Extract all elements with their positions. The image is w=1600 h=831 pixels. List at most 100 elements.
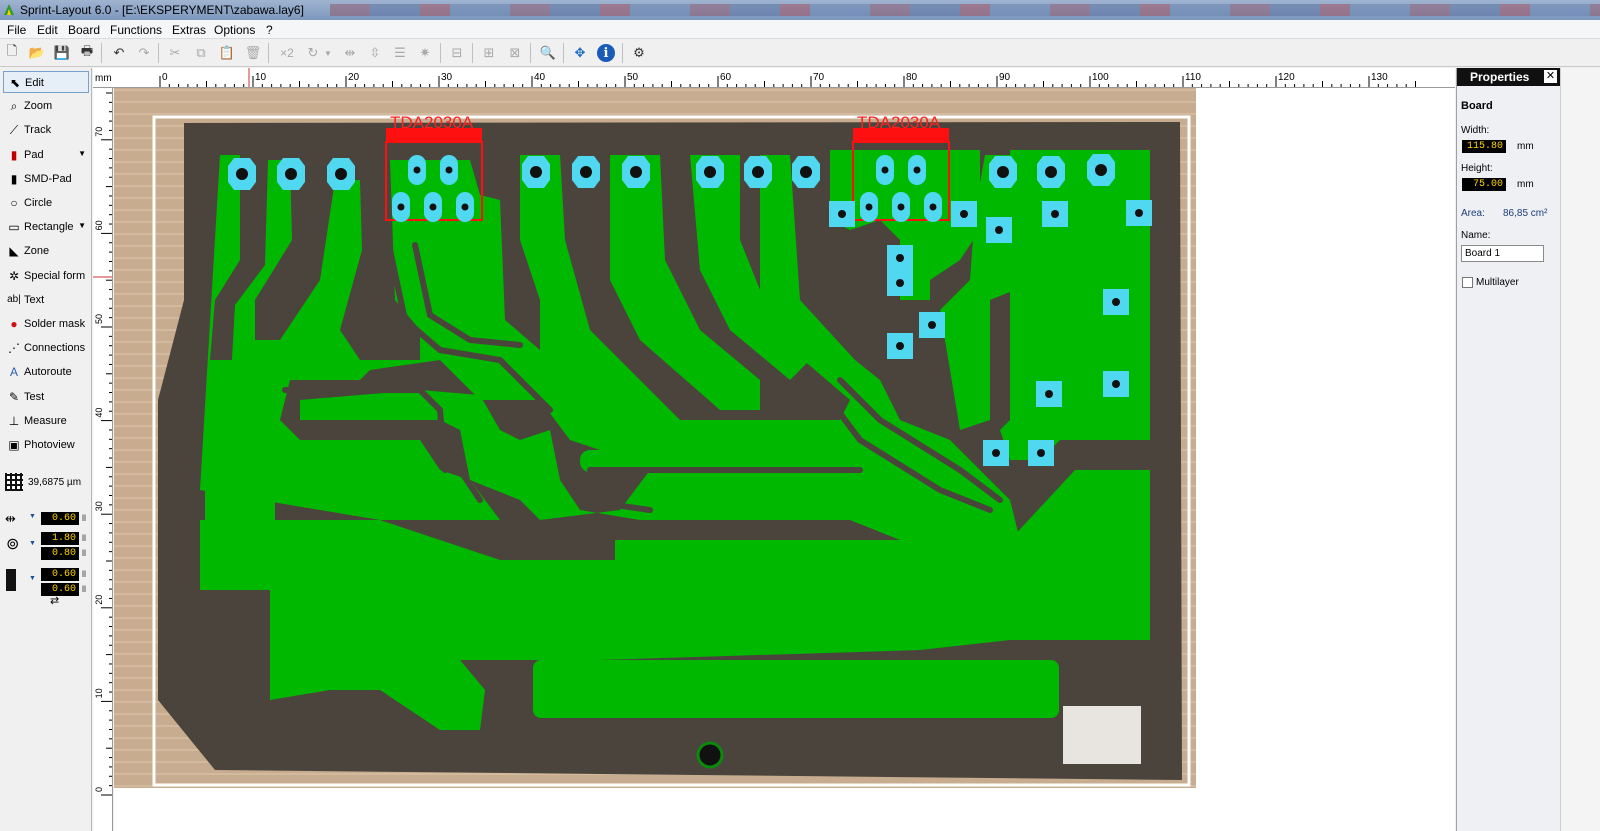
rotate-icon[interactable]: ↻ [307, 45, 319, 60]
dropdown-arrow-icon[interactable]: ▼ [78, 221, 86, 231]
undo-icon[interactable]: ↶ [113, 45, 125, 60]
drill-hole [881, 166, 889, 174]
tool-track[interactable]: ⟋Track [3, 119, 89, 141]
ruler-tick-label: 20 [94, 595, 104, 605]
ruler-tick-label: 40 [534, 72, 546, 83]
height-field[interactable]: 75.00 [1462, 178, 1506, 191]
track-width-row[interactable]: ⇹ ▼ 0.60 ll [5, 511, 86, 526]
menu-file[interactable]: File [7, 23, 27, 37]
special-form-icon: ✲ [8, 268, 20, 283]
tool-circle[interactable]: ○Circle [3, 192, 89, 214]
tool-test[interactable]: ✎Test [3, 386, 89, 408]
tool-special-form[interactable]: ✲Special form [3, 265, 89, 287]
tool-label: Zone [24, 245, 50, 258]
new-file-icon[interactable]: 🗋 [6, 43, 18, 58]
pad-outer-field[interactable]: 1.80 [41, 532, 79, 545]
width-field[interactable]: 115.80 [1462, 140, 1506, 153]
grid-setting[interactable]: 39,6875 µm [5, 473, 91, 495]
ruler-tick-label: 10 [255, 72, 267, 83]
group-icon[interactable]: ⊞ [483, 45, 495, 60]
name-field[interactable]: Board 1 [1461, 245, 1544, 262]
info-icon[interactable]: i [597, 44, 615, 62]
toolbar: 🗋 📂 💾 🖶 ↶ ↷ ✂ ⧉ 📋 🗑 ×2 ↻ ▼ ⇹ ⇳ ☰ ✷ ⊟ ⊞ ⊠… [0, 39, 1600, 67]
menu-options[interactable]: Options [214, 23, 256, 37]
spacing-b-field[interactable]: 0.60 [41, 583, 79, 596]
ic-footprints: TDA2030A TDA2030A [385, 113, 950, 221]
ruler-tick-label: 70 [94, 127, 104, 137]
menu-help[interactable]: ? [266, 23, 273, 37]
drill-hole [445, 166, 453, 174]
menu-extras[interactable]: Extras [172, 23, 207, 37]
swap-icon[interactable]: ⇄ [50, 595, 60, 607]
tool-photoview[interactable]: ▣Photoview [3, 434, 89, 456]
tool-solder-mask[interactable]: ●Solder mask [3, 313, 89, 335]
delete-icon[interactable]: 🗑 [244, 45, 262, 60]
ungroup-icon[interactable]: ⊠ [509, 45, 521, 60]
tool-label: Connections [24, 342, 86, 355]
multilayer-checkbox[interactable] [1462, 277, 1473, 288]
dropdown-arrow-icon[interactable]: ▼ [29, 540, 36, 547]
tool-smd-pad[interactable]: ▮SMD-Pad [3, 168, 89, 190]
taskbar-area [330, 4, 1600, 16]
rotate-dropdown-icon[interactable]: ▼ [324, 48, 332, 58]
tool-text[interactable]: ab|Text [3, 289, 89, 311]
tool-pad[interactable]: ▮Pad▼ [3, 144, 89, 166]
zoom-search-icon[interactable]: 🔍 [539, 45, 557, 60]
cut-icon[interactable]: ✂ [169, 45, 181, 60]
track-icon: ⟋ [9, 122, 19, 137]
dropdown-arrow-icon[interactable]: ▼ [29, 513, 36, 520]
tool-label: Text [24, 293, 45, 306]
copy-icon[interactable]: ⧉ [196, 45, 206, 60]
close-icon[interactable]: ✕ [1544, 70, 1557, 83]
tool-rectangle[interactable]: ▭Rectangle▼ [3, 216, 89, 238]
tool-connections[interactable]: ⋰Connections [3, 337, 89, 359]
drill-hole [285, 168, 297, 180]
open-folder-icon[interactable]: 📂 [28, 45, 46, 60]
cursor-icon: ⬉ [9, 76, 21, 90]
dropdown-arrow-icon[interactable]: ▼ [78, 148, 86, 158]
paste-icon[interactable]: 📋 [218, 45, 236, 60]
spacing-icon [6, 569, 16, 591]
drill-hole [929, 203, 937, 211]
mirror-vertical-icon[interactable]: ⇳ [369, 45, 381, 60]
tool-label: Circle [24, 197, 53, 209]
pcb-canvas[interactable]: TDA2030A TDA2030A [114, 88, 1455, 831]
tool-measure[interactable]: ⊥Measure [3, 410, 89, 432]
area-value: 86,85 cm² [1503, 208, 1548, 219]
ruler-tick-label: 50 [94, 314, 104, 324]
track-width-field[interactable]: 0.60 [41, 512, 79, 525]
transform-icon[interactable]: ✥ [574, 45, 586, 60]
redo-icon[interactable]: ↷ [138, 45, 150, 60]
grid-icon [5, 473, 23, 491]
mirror-horizontal-icon[interactable]: ⇹ [344, 45, 356, 60]
menu-edit[interactable]: Edit [37, 23, 58, 37]
window-title: Sprint-Layout 6.0 - [E:\EKSPERYMENT\zaba… [20, 3, 304, 17]
pad-size-row[interactable]: ⊚ ▼ 1.80 ll 0.80 ll [6, 532, 86, 560]
spacing-row[interactable]: ▼ 0.60 ll 0.60 ll ⇄ [3, 566, 89, 607]
component-icon[interactable]: ⊟ [451, 45, 463, 60]
name-label: Name: [1461, 230, 1491, 241]
drill-hole [838, 210, 846, 218]
menu-board[interactable]: Board [68, 23, 101, 37]
tool-panel: ⬉Edit⌕Zoom⟋Track ▮Pad▼▮SMD-Pad○Circle▭Rec… [0, 68, 92, 831]
settings-icon[interactable]: ⚙ [633, 45, 645, 60]
snap-icon[interactable]: ✷ [419, 45, 431, 60]
pcb-board-view[interactable]: TDA2030A TDA2030A [114, 88, 1455, 831]
drill-hole [429, 203, 437, 211]
area-label: Area: [1461, 208, 1485, 219]
tool-zoom[interactable]: ⌕Zoom [3, 95, 89, 117]
tool-edit[interactable]: ⬉Edit [3, 71, 89, 93]
align-icon[interactable]: ☰ [394, 45, 406, 60]
dropdown-arrow-icon[interactable]: ▼ [29, 575, 36, 582]
spacing-a-field[interactable]: 0.60 [41, 568, 79, 581]
pad-inner-field[interactable]: 0.80 [41, 547, 79, 560]
duplicate-button[interactable]: ×2 [280, 46, 294, 60]
menu-functions[interactable]: Functions [110, 23, 163, 37]
drill-hole [1045, 166, 1057, 178]
drill-hole [992, 449, 1000, 457]
save-icon[interactable]: 💾 [53, 45, 71, 60]
print-icon[interactable]: 🖶 [80, 43, 94, 58]
tool-zone[interactable]: ◣Zone [3, 240, 89, 262]
